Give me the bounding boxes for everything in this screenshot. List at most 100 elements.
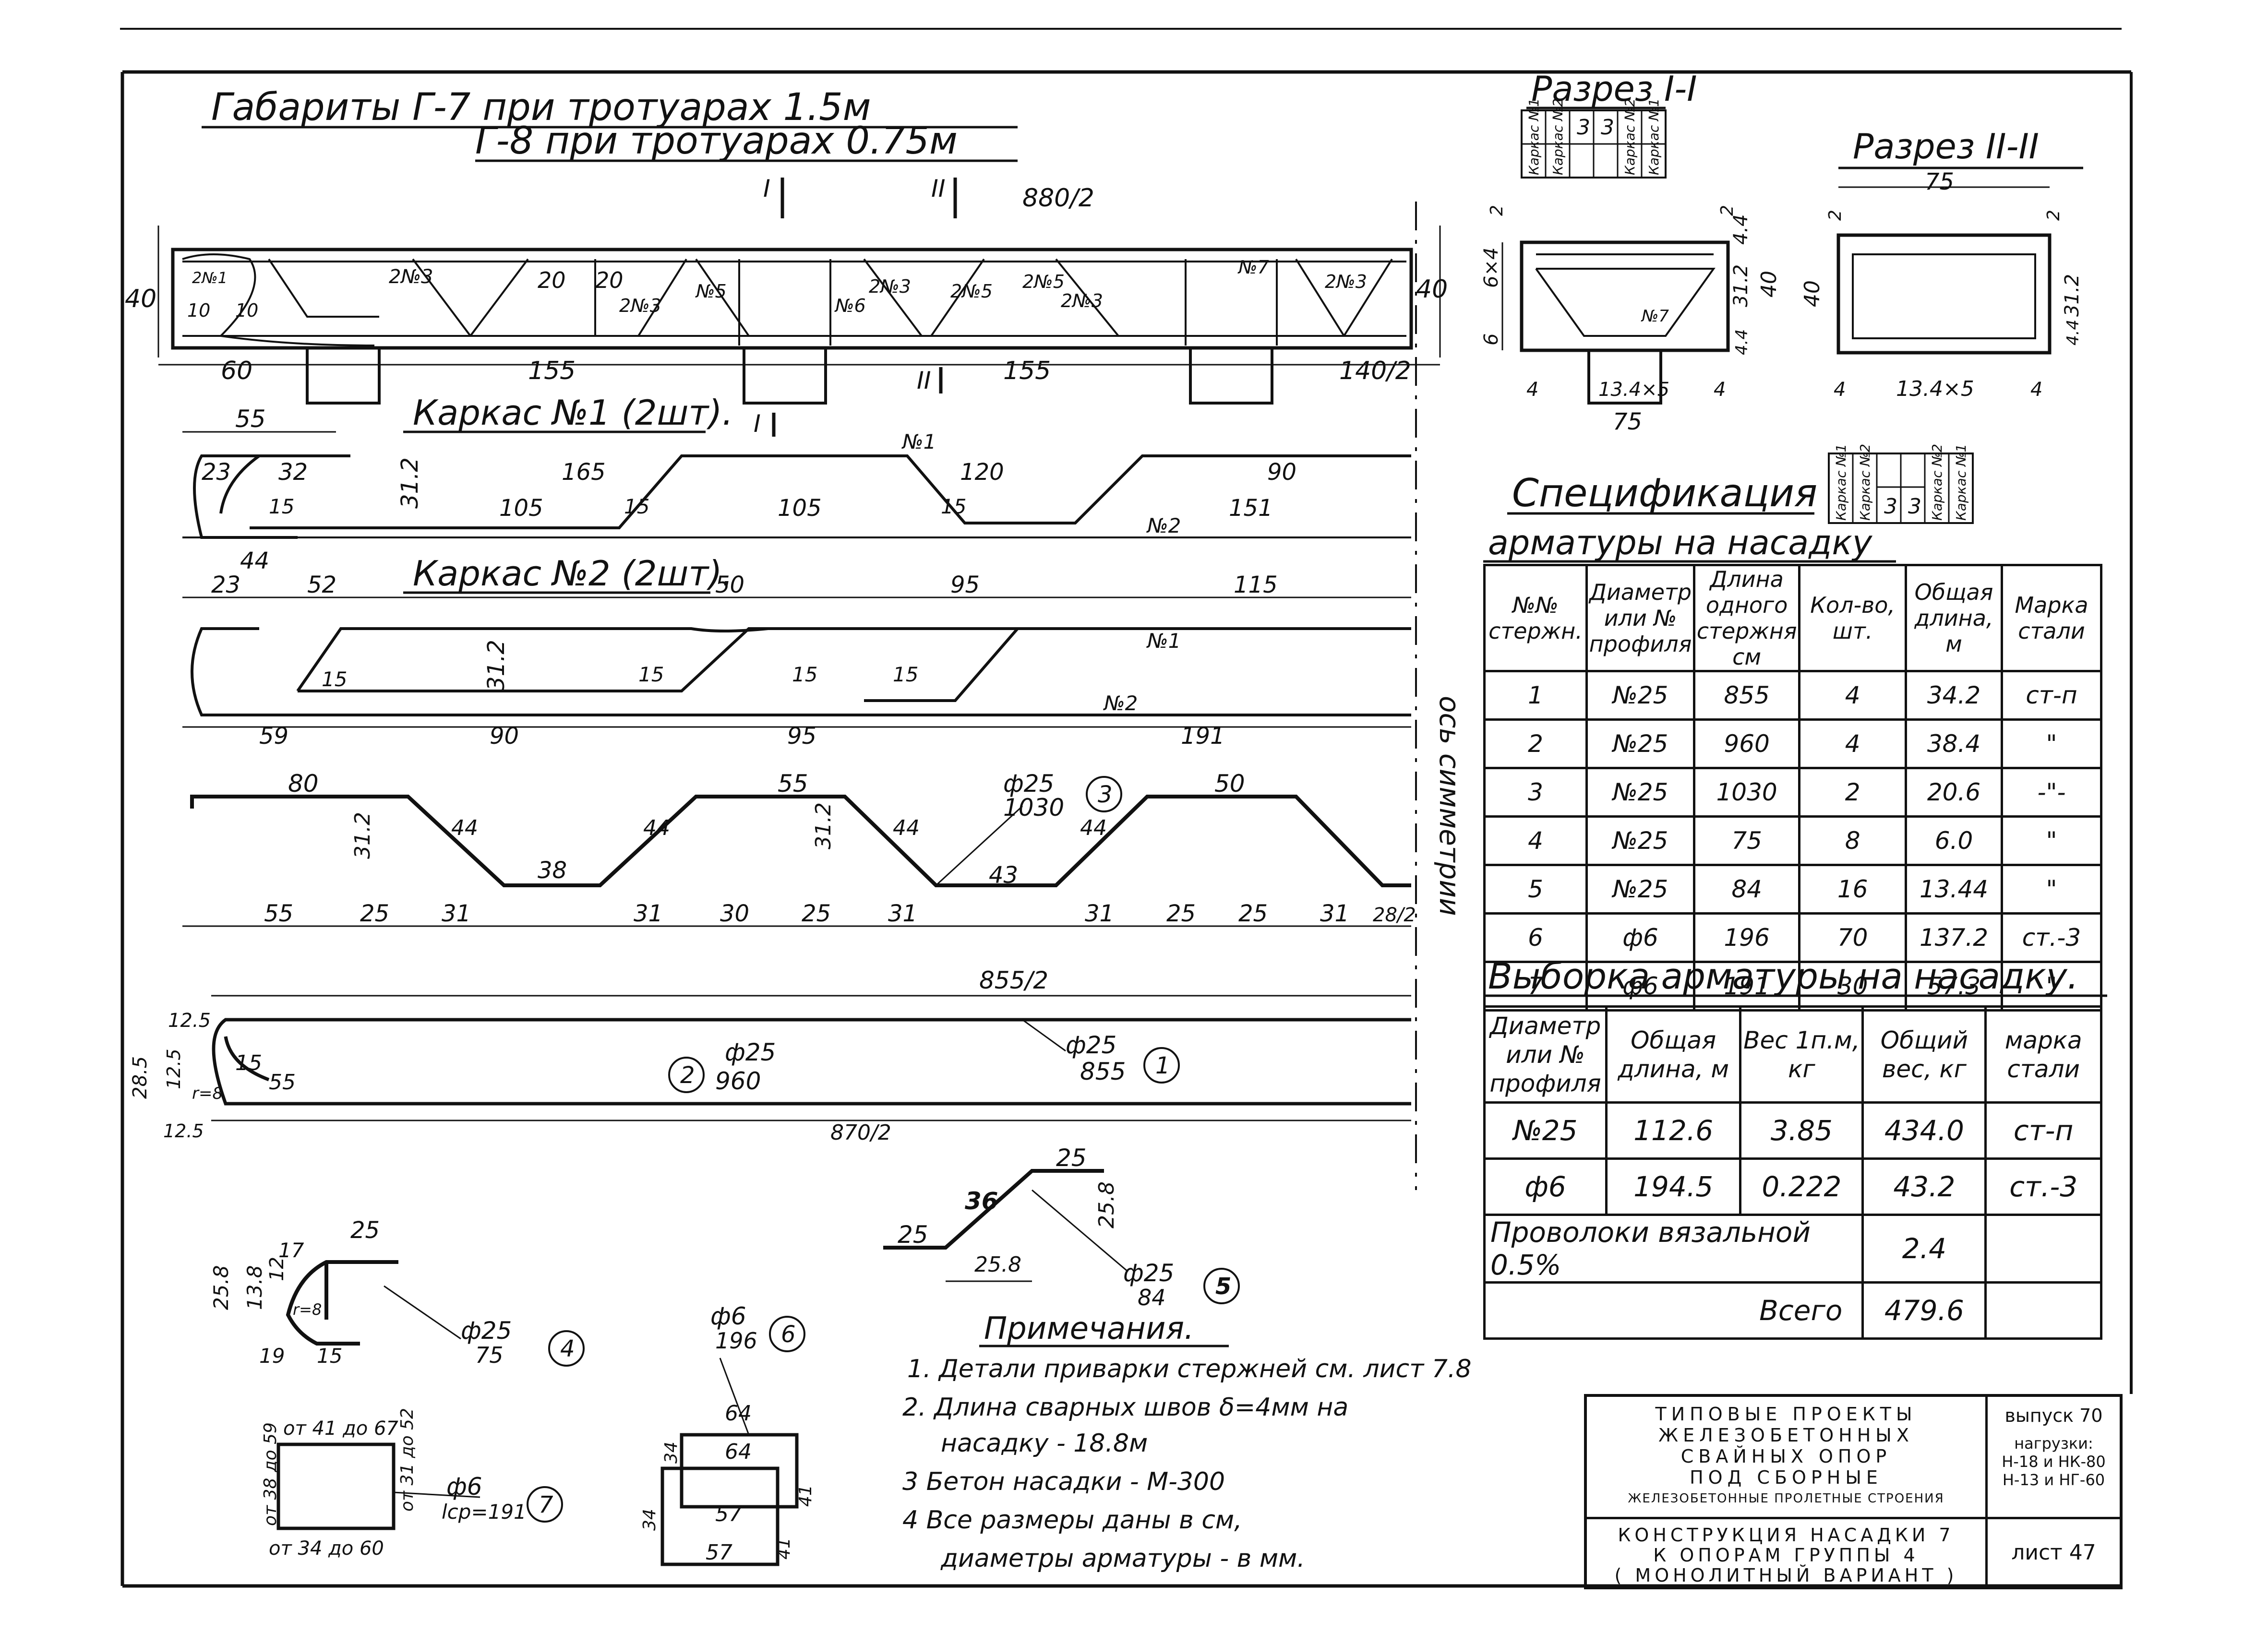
- bar-number: 4: [560, 1335, 575, 1362]
- dim: 28.5: [129, 1056, 151, 1099]
- legend-cell: Каркас №1: [1526, 98, 1542, 175]
- section-1-title: Разрез I-I: [1531, 69, 1697, 109]
- cell: 2: [1483, 718, 1588, 769]
- dim: 50: [1214, 770, 1245, 798]
- dim: от 34 до 60: [269, 1537, 384, 1560]
- legend-cell: 3: [1577, 115, 1590, 140]
- dim: 6: [1480, 334, 1502, 345]
- col-header: Вес 1п.м, кг: [1739, 1005, 1864, 1104]
- dim: 31.2: [483, 640, 510, 691]
- section-mark-i-bottom: I: [754, 410, 761, 438]
- dim: 13.4×5: [1598, 379, 1669, 401]
- dim: 12.5: [163, 1048, 184, 1089]
- section-2: Разрез II-II 75 2 2 40 31.2 4.4 4 13.4×5…: [1800, 126, 2083, 401]
- dim: 31.2: [1730, 264, 1752, 307]
- legend-cell: Каркас №2: [1622, 98, 1638, 175]
- title-block: ТИПОВЫЕ ПРОЕКТЫ ЖЕЛЕЗОБЕТОННЫХ СВАЙНЫХ О…: [1584, 1394, 2123, 1589]
- legend-cell: Каркас №2: [1550, 98, 1566, 175]
- col-header: Общая длина, м: [1905, 564, 2003, 672]
- dim: 55: [264, 900, 293, 927]
- note-4: 4 Все размеры даны в см,: [902, 1506, 1242, 1535]
- beam-height-right: 40: [1416, 275, 1448, 304]
- cell: 6.0: [1905, 815, 2003, 866]
- cell: 6: [1483, 912, 1588, 963]
- dim: 120: [960, 459, 1004, 486]
- beam-bar-labels: 2№3 20 20 2№3 №5 №6 2№3 2№5 2№5 2№3 №7 2…: [187, 257, 1367, 321]
- dim: 15: [322, 667, 347, 691]
- dim: 90: [1267, 459, 1296, 486]
- bar-diameter: ф25: [1123, 1259, 1174, 1287]
- table-row: 6 ф6 196 70 137.2 ст.-3: [1483, 912, 2103, 963]
- dim: 105: [778, 495, 822, 522]
- title: Габариты Г-7 при тротуарах 1.5м Г-8 при …: [202, 86, 1018, 163]
- specification-table: №№ стержн. Диаметр или № профиля Длина о…: [1483, 564, 2103, 1012]
- col-header: Диаметр или № профиля: [1585, 564, 1696, 672]
- cell: ": [2000, 961, 2103, 1012]
- dim: 32: [278, 459, 308, 486]
- section-1: Разрез I-I Каркас №1 Каркас №2 3 3 Карка…: [1480, 69, 1781, 435]
- dim: 64: [725, 1440, 752, 1464]
- dim: 4: [2030, 379, 2042, 401]
- cell: 960: [1693, 718, 1801, 769]
- title-line: ( МОНОЛИТНЫЙ ВАРИАНТ ): [1614, 1565, 1958, 1586]
- dim: 41: [796, 1485, 816, 1507]
- dim: 12.5: [168, 1010, 211, 1032]
- issue-loads: выпуск 70 нагрузки: Н-18 и НК-80 Н-13 и …: [1988, 1397, 2120, 1519]
- dim: 23: [202, 459, 231, 486]
- dim: 31.2: [350, 812, 375, 859]
- cell: 16: [1798, 864, 1908, 915]
- dim: 75: [1613, 408, 1642, 435]
- cell: 4: [1798, 718, 1908, 769]
- col-header: Марка стали: [2000, 564, 2103, 672]
- bar-label: №5: [695, 281, 727, 302]
- cell: 196: [1693, 912, 1801, 963]
- dim: 36: [965, 1187, 998, 1215]
- dim: 25: [898, 1221, 928, 1249]
- table-row: 5 №25 84 16 13.44 ": [1483, 864, 2103, 915]
- dim: 19: [259, 1344, 285, 1368]
- cell: 75: [1693, 815, 1801, 866]
- cell: 434.0: [1861, 1101, 1987, 1160]
- cell: ": [2000, 864, 2103, 915]
- dim: 4.4: [1732, 329, 1752, 355]
- col-header: Кол-во, шт.: [1798, 564, 1908, 672]
- axis-of-symmetry: ось симметрии: [1415, 202, 1466, 1190]
- col-header: №№ стержн.: [1483, 564, 1588, 672]
- dim: 64: [725, 1401, 752, 1426]
- dim: 15: [317, 1344, 342, 1368]
- dim: 31: [634, 900, 663, 927]
- dim: 41: [774, 1537, 794, 1560]
- table-row: 1 №25 855 4 34.2 ст-п: [1483, 670, 2103, 721]
- bar-number: 3: [1098, 781, 1113, 808]
- dim-155-right: 155: [1003, 357, 1051, 385]
- bar-diameter: ф25: [1066, 1031, 1116, 1059]
- col-header: Длина одного стержня см: [1693, 564, 1801, 672]
- dim: 95: [787, 723, 816, 750]
- cell: 4: [1483, 815, 1588, 866]
- dim-60: 60: [221, 357, 252, 385]
- table-header-row: №№ стержн. Диаметр или № профиля Длина о…: [1483, 564, 2103, 672]
- bar-number: 2: [680, 1062, 695, 1089]
- dim: r=8: [192, 1084, 223, 1103]
- beam-half-length: 880/2: [1022, 184, 1094, 213]
- dim-155: 155: [528, 357, 576, 385]
- cell: ф6: [1585, 912, 1696, 963]
- dim: 13.4×5: [1896, 377, 1974, 401]
- dim: 44: [451, 816, 478, 840]
- dim: 44: [240, 548, 269, 574]
- table-row: ф6 194.5 0.222 43.2 ст.-3: [1483, 1157, 2102, 1216]
- dim: 25: [1166, 900, 1196, 927]
- dim: 31.2: [2061, 274, 2083, 317]
- project-line: ПОД СБОРНЫЕ: [1690, 1467, 1883, 1488]
- dim: 17: [278, 1239, 304, 1262]
- legend-cell: Каркас №2: [1929, 444, 1945, 521]
- cell: 43.2: [1861, 1157, 1987, 1216]
- table-row: Всего 479.6: [1483, 1281, 2102, 1340]
- cell: №25: [1585, 767, 1696, 818]
- note-2: 2. Длина сварных швов δ=4мм на: [902, 1393, 1348, 1422]
- dim: 15: [941, 495, 966, 518]
- cell: 112.6: [1605, 1101, 1742, 1160]
- load-line: Н-18 и НК-80: [2002, 1453, 2106, 1471]
- cell: 13.44: [1905, 864, 2003, 915]
